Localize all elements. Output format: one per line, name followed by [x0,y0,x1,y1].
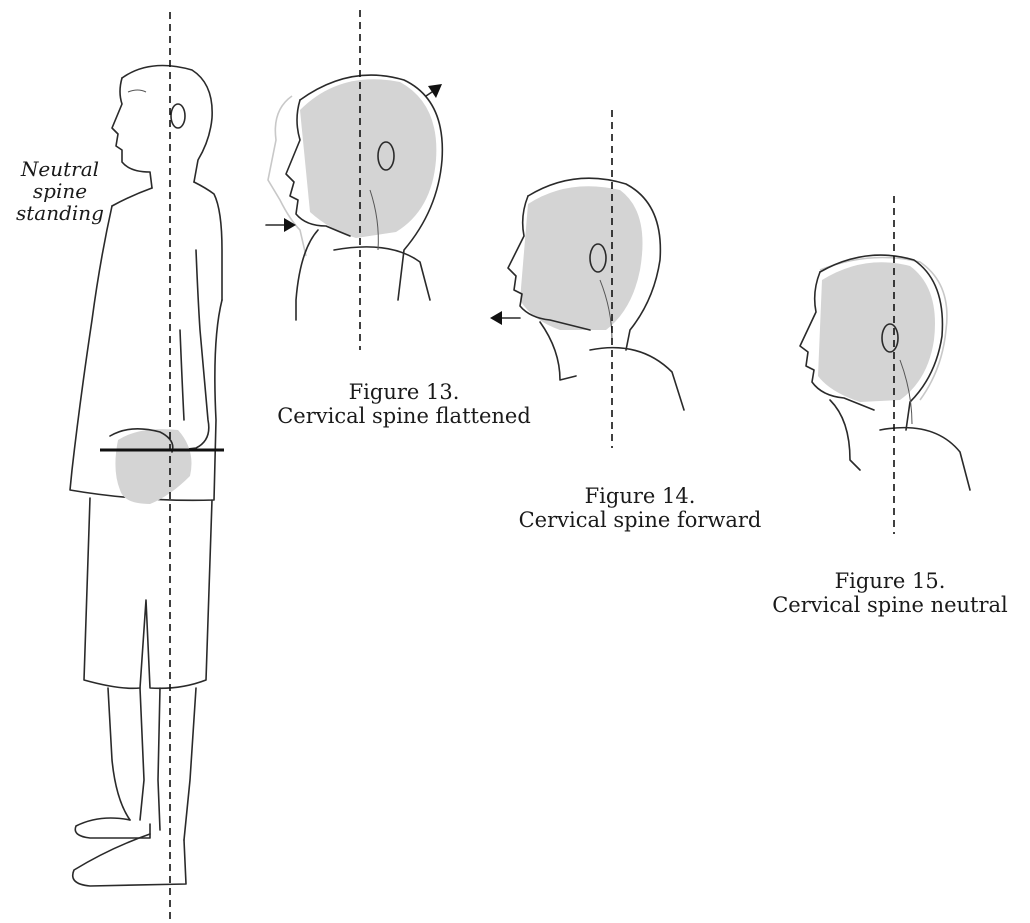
figure-13-caption: Figure 13. Cervical spine flattened [262,380,546,428]
figure-13-head [266,10,442,350]
figure-15-head [800,196,970,534]
figure-13-number: Figure 13. [262,380,546,404]
neutral-line-1: Neutral [6,158,114,180]
figure-14-caption: Figure 14. Cervical spine forward [502,484,778,532]
figure-13-text: Cervical spine flattened [262,404,546,428]
neutral-line-2: spine [6,180,114,202]
neutral-line-3: standing [6,202,114,224]
neutral-spine-label: Neutral spine standing [6,158,114,224]
standing-figure [70,12,224,920]
figure-14-text: Cervical spine forward [502,508,778,532]
figure-14-number: Figure 14. [502,484,778,508]
figure-15-text: Cervical spine neutral [756,593,1024,617]
figure-15-caption: Figure 15. Cervical spine neutral [756,569,1024,617]
figure-15-number: Figure 15. [756,569,1024,593]
